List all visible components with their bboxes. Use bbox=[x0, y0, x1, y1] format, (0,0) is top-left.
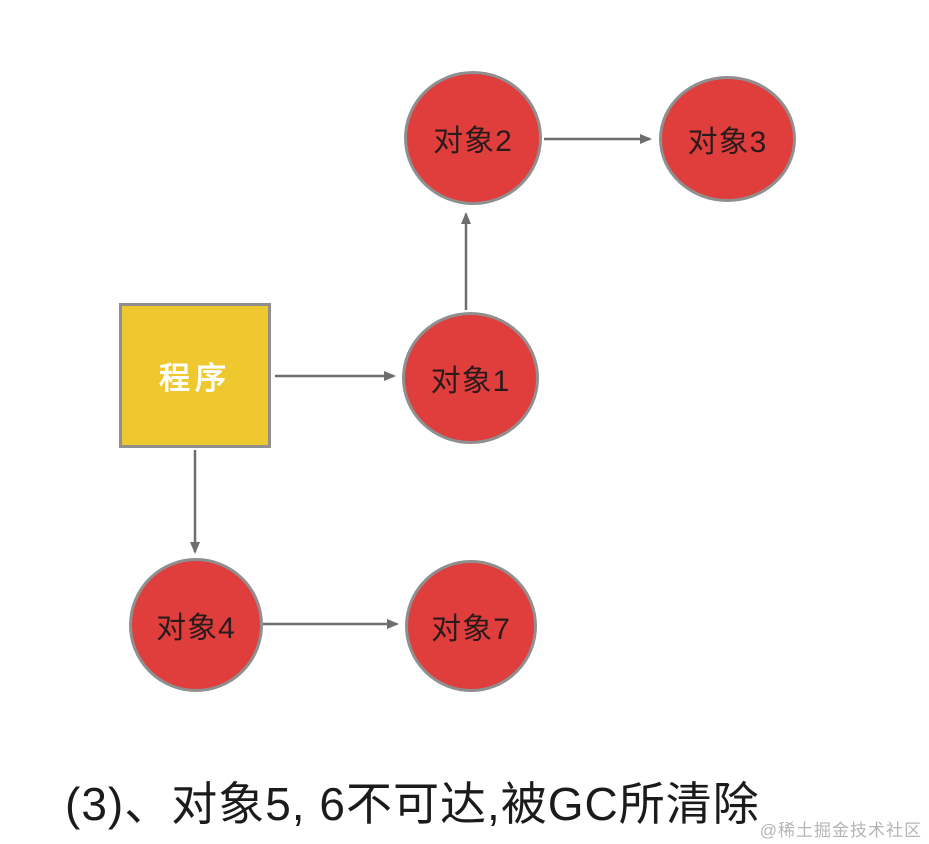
node-program: 程序 bbox=[119, 303, 271, 448]
node-object-1: 对象1 bbox=[402, 312, 539, 444]
node-object-7: 对象7 bbox=[405, 560, 537, 692]
node-object-3: 对象3 bbox=[659, 76, 796, 202]
node-object-2: 对象2 bbox=[404, 71, 542, 205]
node-object-4: 对象4 bbox=[129, 558, 263, 692]
watermark-juejin: @稀土掘金技术社区 bbox=[759, 821, 922, 840]
figure-caption: (3)、对象5, 6不可达,被GC所清除 bbox=[65, 778, 760, 830]
